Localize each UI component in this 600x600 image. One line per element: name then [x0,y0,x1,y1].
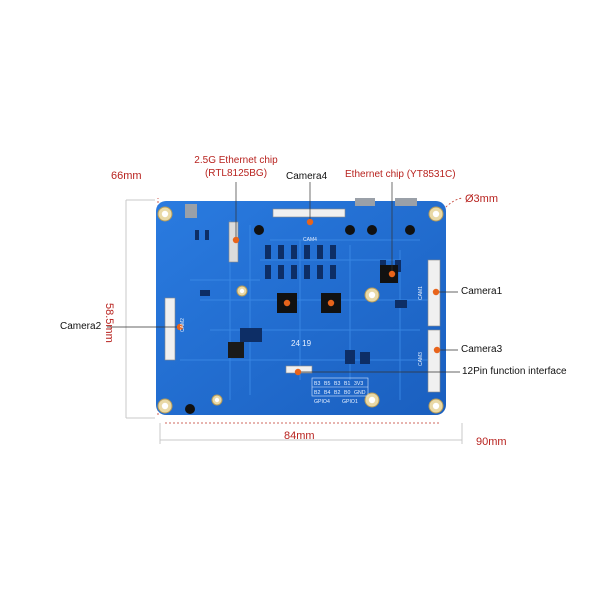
silk-pin-2-2: B4 [324,390,330,396]
silk-pin-1-3: B3 [334,381,340,387]
dim-inner-width: 84mm [284,430,315,442]
silk-pin-1-1: B3 [314,381,320,387]
callout-lines [107,182,460,373]
silk-cam2: CAM2 [180,318,186,332]
cam2-connector [164,297,176,361]
dim-outer-width: 90mm [476,436,507,448]
silk-pin-1-4: B1 [344,381,350,387]
label-eth25-line1: 2.5G Ethernet chip [194,155,278,166]
callout-dots [176,218,441,376]
silk-pin-2-3: B2 [334,390,340,396]
cam4-connector [272,208,346,218]
label-eth25-line2: (RTL8125BG) [204,168,268,179]
dim-outer-height: 66mm [111,170,142,182]
mounting-holes [157,206,444,414]
label-camera3: Camera3 [461,344,503,355]
label-gpio: 12Pin function interface [462,366,567,377]
silk-pin-1-2: B5 [324,381,330,387]
silk-cam1: CAM1 [418,286,424,300]
label-camera2: Camera2 [60,321,102,332]
label-eth-chip: Ethernet chip (YT8531C) [345,169,456,180]
dim-hole-diameter: Ø3mm [465,193,498,205]
label-camera1: Camera1 [461,286,503,297]
silk-pin-2-5: GND [354,390,366,396]
label-camera4: Camera4 [286,171,328,182]
silk-gpio4: GPIO4 [314,399,330,405]
silk-cam4: CAM4 [303,237,317,243]
dim-inner-height: 58.5mm [103,303,115,343]
silk-pin-1-5: 3V3 [354,381,363,387]
silk-gpio1: GPIO1 [342,399,358,405]
silkscreen: CAM4 CAM2 CAM1 CAM3 24 19 B3 B5 B3 B1 3V… [180,237,424,405]
silk-date-code: 24 19 [291,339,312,348]
silk-pin-2-4: B0 [344,390,350,396]
silk-cam3: CAM3 [418,352,424,366]
cam3-connector [427,329,441,393]
pcb-board [156,198,446,415]
silk-pin-2-1: B2 [314,390,320,396]
